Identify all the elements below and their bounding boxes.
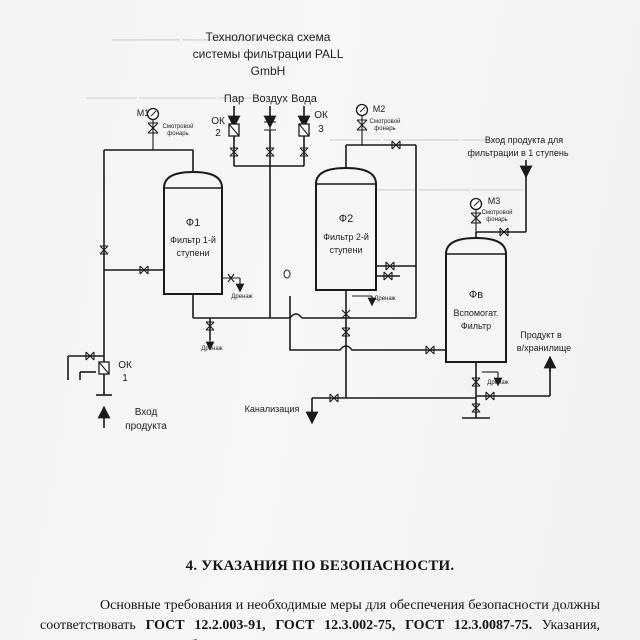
product-inlet-line2: продукта: [125, 421, 167, 432]
sight-glass-m3-2: фонарь: [486, 217, 507, 223]
show-through: ▁▁▁▁▁▁▁▁▁ ▁▁▁▁▁▁ ▁▁▁▁▁▁: [340, 179, 524, 191]
filter-aux-line2: Фильтр: [461, 321, 491, 331]
air-valve-icon: [264, 121, 276, 131]
sight-glass-m2: Смотровой: [370, 118, 401, 125]
gauge-m3-icon: [469, 197, 483, 240]
filter2-vessel: [315, 166, 377, 291]
sight-glass-m2-2: фонарь: [374, 126, 395, 132]
paragraph-cut-text: Указания, монтаж и эксплуатация оборудов…: [40, 618, 601, 640]
main-piping: [67, 140, 557, 428]
check-valve-ok3: [298, 123, 310, 137]
diagram-title-line3: GmbH: [251, 64, 286, 78]
drain-bottom-label: Дренаж: [201, 346, 222, 352]
gost-ref-1: ГОСТ 12.2.003-91,: [145, 618, 266, 633]
water-label: Вода: [291, 93, 318, 105]
ok3-label: ОК: [314, 110, 328, 121]
m2-label: М2: [373, 104, 386, 114]
m3-label: М3: [488, 196, 501, 206]
filter1-line2: ступени: [176, 248, 209, 258]
sewer-label: Канализация: [245, 404, 300, 414]
top-input-arrows: [227, 106, 311, 129]
section-paragraph: Основные требования и необходимые меры д…: [40, 596, 600, 640]
product-stage1-line1: Вход продукта для: [485, 135, 563, 145]
ok1-number: 1: [122, 373, 128, 384]
sight-glass-m1-2: фонарь: [167, 131, 188, 137]
paragraph-text: Основные требования и необходимые меры д…: [40, 598, 600, 633]
filter2-line1: Фильтр 2-й: [323, 232, 369, 242]
check-valve-ok2: [228, 123, 240, 137]
section-heading: 4. УКАЗАНИЯ ПО БЕЗОПАСНОСТИ.: [185, 558, 455, 574]
drain-fv-label: Дренаж: [487, 380, 508, 386]
diagram-title-line2: системы фильтрации PALL: [193, 47, 344, 61]
sight-glass-m1: Смотровой: [163, 123, 194, 130]
product-inlet-line1: Вход: [135, 407, 158, 418]
show-through: ▁▁▁▁▁▁▁▁ ▁▁▁▁▁ ▁▁▁▁: [112, 29, 262, 41]
show-through: ▁▁▁▁▁▁ ▁▁▁▁▁▁▁▁▁ ▁▁▁▁: [86, 87, 253, 99]
flow-indicator-icon: [283, 269, 291, 279]
ok2-number: 2: [215, 128, 221, 139]
gauge-m2-icon: [355, 103, 369, 145]
filter1-vessel: [163, 170, 223, 295]
product-storage-line1: Продукт в: [520, 330, 562, 340]
filter1-line1: Фильтр 1-й: [170, 235, 216, 245]
ok2-label: ОК: [211, 116, 225, 127]
product-storage-line2: в/хранилище: [517, 343, 571, 353]
filter-aux-vessel: [445, 236, 507, 363]
m1-label: М1: [137, 108, 150, 118]
diagram-title-line1: Технологическа схема: [206, 30, 331, 44]
gauge-m1-icon: [146, 107, 160, 150]
top-collector-piping: [229, 130, 309, 318]
filter2-tag: Ф2: [339, 213, 353, 225]
drain-f1: [222, 273, 245, 293]
filter-aux-tag: Фв: [469, 289, 483, 301]
drain-f1-label: Дренаж: [231, 294, 252, 300]
show-through: ▁▁▁▁▁▁ ▁▁▁▁▁▁▁▁▁ ▁▁▁▁▁: [330, 129, 505, 141]
product-stage1-line2: фильтрации в 1 ступень: [467, 148, 568, 158]
ok1-label: ОК: [118, 360, 132, 371]
steam-label: Пар: [224, 93, 244, 105]
drain-f2: [352, 295, 377, 307]
gost-ref-2: ГОСТ 12.3.002-75,: [275, 618, 396, 633]
filter-aux-line1: Вспомогат.: [453, 308, 498, 318]
check-valve-ok1: [98, 361, 110, 375]
ok3-number: 3: [318, 124, 324, 135]
air-label: Воздух: [252, 93, 288, 105]
filter2-line2: ступени: [329, 245, 362, 255]
drain-fv: [482, 371, 503, 387]
sight-glass-m3: Смотровой: [482, 209, 513, 216]
drain-f2-label: Дренаж: [374, 296, 395, 302]
gost-ref-3: ГОСТ 12.3.0087-75.: [405, 618, 533, 633]
filter1-tag: Ф1: [186, 217, 200, 229]
